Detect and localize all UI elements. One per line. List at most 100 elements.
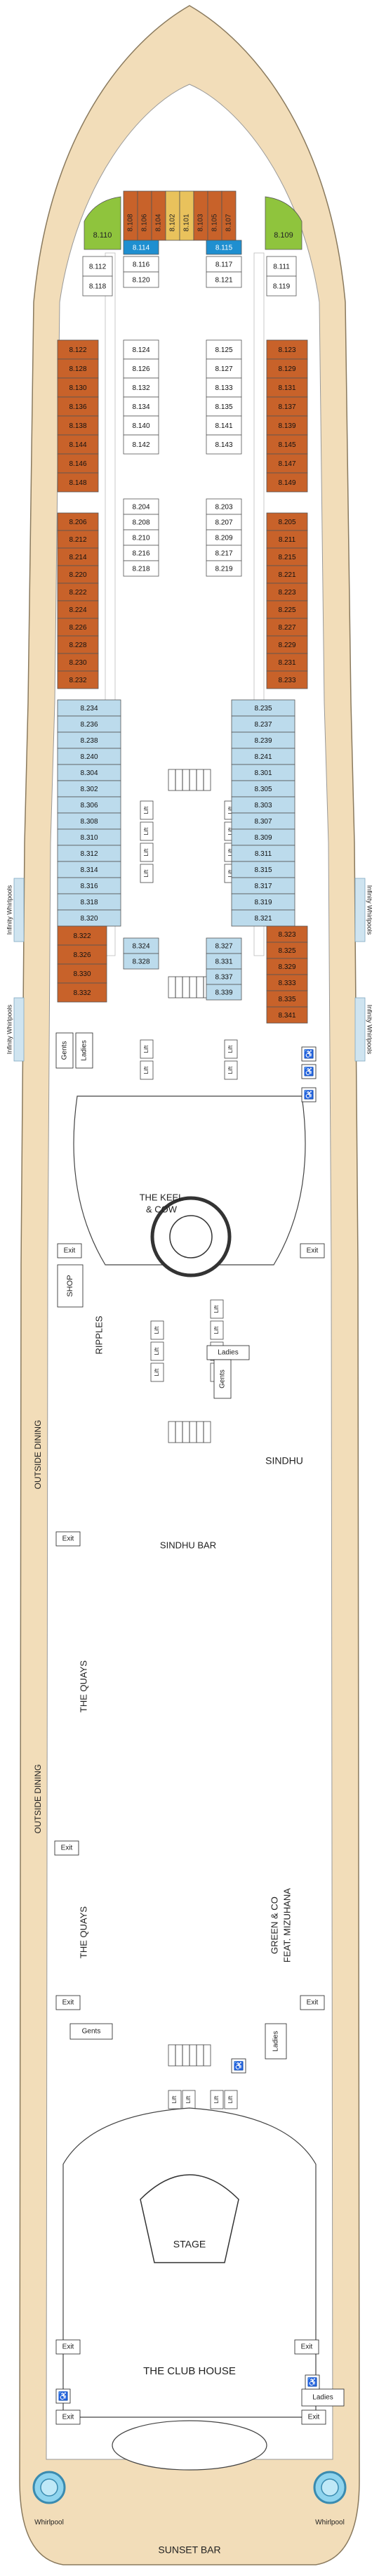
cabin-box[interactable]	[266, 512, 308, 531]
inside-cabin[interactable]: 8.118	[82, 275, 113, 297]
cabin-number[interactable]: 8.140	[132, 422, 149, 430]
inside-cabin[interactable]: 8.216	[123, 545, 159, 561]
balcony-cabin[interactable]: 8.122	[57, 339, 99, 360]
inside-cabin[interactable]: 8.125	[206, 339, 242, 360]
inside-cabin[interactable]: 8.133	[206, 377, 242, 398]
cabin-number[interactable]: 8.238	[80, 737, 98, 745]
lift-box[interactable]	[224, 1060, 238, 1080]
cabin-box[interactable]	[82, 275, 113, 297]
cabin-number[interactable]: 8.312	[80, 850, 98, 858]
cabin-number[interactable]: 8.223	[278, 589, 295, 597]
cabin-number[interactable]: 8.339	[215, 989, 232, 997]
cabin-number[interactable]: 8.225	[278, 606, 295, 614]
cabin-box[interactable]	[82, 256, 113, 277]
balcony-cabin[interactable]: 8.128	[57, 358, 99, 379]
cabin-box[interactable]	[266, 339, 308, 360]
cabin-box[interactable]	[206, 240, 242, 255]
cabin-box[interactable]	[206, 560, 242, 577]
inside-cabin[interactable]: 8.119	[266, 275, 297, 297]
oceanview-cabin[interactable]: 8.312	[57, 845, 121, 862]
balcony-cabin[interactable]: 8.226	[57, 618, 99, 637]
mini-suite[interactable]: 8.109	[265, 196, 302, 250]
balcony-cabin[interactable]: 8.211	[266, 530, 308, 549]
inside-cabin[interactable]: 8.124	[123, 339, 159, 360]
cabin-box[interactable]	[206, 377, 242, 398]
exit-sign[interactable]: Exit	[55, 2409, 81, 2425]
balcony-cabin[interactable]: 8.322	[57, 925, 107, 946]
balcony-cabin[interactable]: 8.130	[57, 377, 99, 398]
oceanview-cabin[interactable]: 8.314	[57, 861, 121, 878]
oceanview-cabin[interactable]: 8.305	[231, 780, 295, 798]
cabin-number[interactable]: 8.120	[132, 277, 149, 285]
cabin-number[interactable]: 8.114	[133, 245, 150, 252]
oceanview-cabin[interactable]: 8.303	[231, 796, 295, 814]
cabin-number[interactable]: 8.143	[215, 441, 232, 449]
balcony-cabin[interactable]: 8.215	[266, 547, 308, 566]
lift[interactable]: Lift	[140, 821, 154, 841]
cabin-number[interactable]: 8.341	[278, 1012, 295, 1020]
balcony-cabin[interactable]: 8.228	[57, 635, 99, 654]
oceanview-cabin[interactable]: 8.328	[123, 953, 159, 970]
oceanview-cabin[interactable]: 8.237	[231, 715, 295, 733]
exit-sign[interactable]: Exit	[54, 1840, 79, 1856]
cabin-number[interactable]: 8.203	[215, 504, 232, 512]
oceanview-cabin[interactable]: 8.239	[231, 731, 295, 749]
exit-label[interactable]: Exit	[301, 2343, 313, 2351]
oceanview-cabin[interactable]: 8.318	[57, 893, 121, 911]
cabin-number[interactable]: 8.210	[132, 535, 149, 542]
inside-cabin[interactable]: 8.140	[123, 415, 159, 436]
cabin-number[interactable]: 8.146	[69, 460, 86, 468]
lift[interactable]: Lift	[224, 1060, 238, 1080]
balcony-cabin[interactable]: 8.325	[266, 942, 308, 959]
lift-box[interactable]	[150, 1320, 164, 1340]
cabin-box[interactable]	[266, 547, 308, 566]
lift-box[interactable]	[150, 1341, 164, 1361]
cabin-box[interactable]	[57, 358, 99, 379]
balcony-cabin[interactable]: 8.227	[266, 618, 308, 637]
balcony-cabin[interactable]: 8.329	[266, 958, 308, 975]
exit-sign[interactable]: Exit	[300, 1995, 325, 2010]
balcony-cabin[interactable]: 8.123	[266, 339, 308, 360]
cabin-number[interactable]: 8.116	[133, 261, 150, 269]
cabin-number[interactable]: 8.234	[80, 705, 98, 713]
exit-box[interactable]	[55, 1995, 81, 2010]
cabin-number[interactable]: 8.306	[80, 802, 98, 809]
cabin-number[interactable]: 8.231	[278, 659, 295, 667]
cabin-number[interactable]: 8.305	[254, 786, 272, 793]
exit-label[interactable]: Exit	[307, 1247, 319, 1255]
cabin-number[interactable]: 8.102	[169, 214, 177, 231]
cabin-number[interactable]: 8.110	[93, 231, 112, 240]
cabin-number[interactable]: 8.308	[80, 818, 98, 826]
oceanview-cabin[interactable]: 8.308	[57, 812, 121, 830]
cabin-number[interactable]: 8.316	[80, 883, 98, 890]
balcony-cabin[interactable]: 8.145	[266, 434, 308, 455]
balcony-cabin[interactable]: 8.137	[266, 396, 308, 417]
lift-box[interactable]	[140, 821, 154, 841]
lift-box[interactable]	[168, 2090, 182, 2109]
lift[interactable]: Lift	[168, 2090, 182, 2109]
oceanview-cabin[interactable]: 8.307	[231, 812, 295, 830]
cabin-number[interactable]: 8.304	[80, 769, 98, 777]
balcony-cabin[interactable]: 8.220	[57, 565, 99, 584]
cabin-box[interactable]	[206, 396, 242, 417]
cabin-box[interactable]	[266, 256, 297, 277]
cabin-number[interactable]: 8.207	[215, 519, 232, 527]
cabin-box[interactable]	[266, 618, 308, 637]
cabin-number[interactable]: 8.128	[69, 365, 86, 373]
cabin-number[interactable]: 8.119	[273, 283, 291, 291]
cabin-box[interactable]	[206, 358, 242, 379]
cabin-number[interactable]: 8.103	[197, 214, 205, 231]
cabin-number[interactable]: 8.320	[80, 915, 98, 923]
balcony-cabin[interactable]: 8.205	[266, 512, 308, 531]
balcony-cabin[interactable]: 8.144	[57, 434, 99, 455]
lift[interactable]: Lift	[210, 1320, 224, 1340]
oceanview-cabin[interactable]: 8.306	[57, 796, 121, 814]
inside-cabin[interactable]: 8.135	[206, 396, 242, 417]
oceanview-cabin[interactable]: 8.327	[206, 937, 242, 954]
cabin-box[interactable]	[123, 415, 159, 436]
cabin-box[interactable]	[266, 472, 308, 493]
inside-cabin[interactable]: 8.142	[123, 434, 159, 455]
cabin-box[interactable]	[266, 453, 308, 474]
cabin-number[interactable]: 8.205	[278, 519, 295, 526]
balcony-cabin[interactable]: 8.233	[266, 670, 308, 689]
